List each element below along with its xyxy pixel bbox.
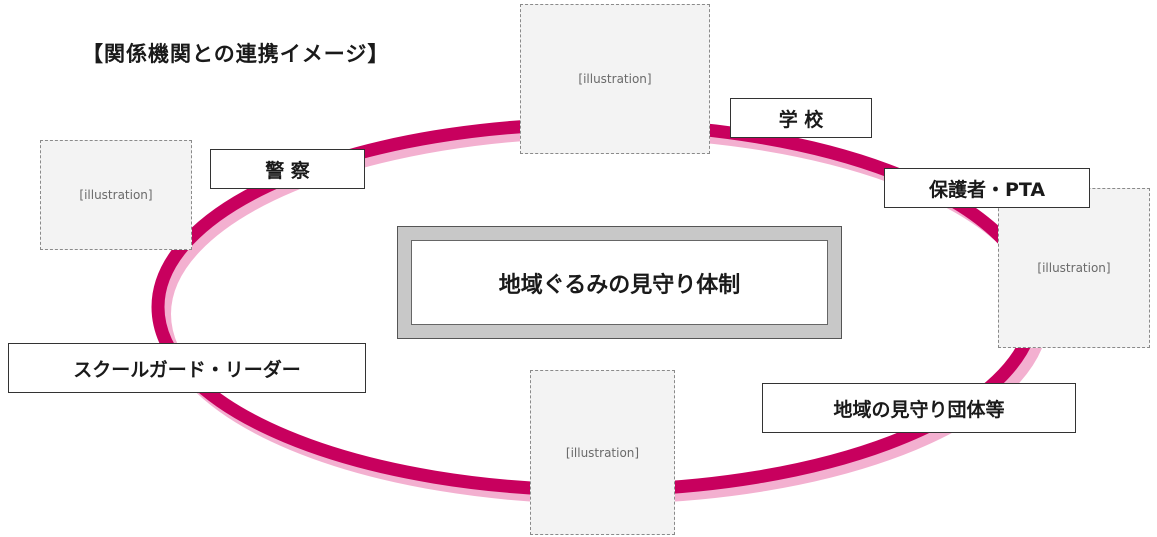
node-community-watch: 地域の見守り団体等 [762, 383, 1076, 433]
node-school-guard-leader: スクールガード・リーダー [8, 343, 366, 393]
police-car-image: [illustration] [40, 140, 192, 250]
school-building-image: [illustration] [520, 4, 710, 154]
guardian-volunteer-image: [illustration] [998, 188, 1150, 348]
node-school: 学 校 [730, 98, 872, 138]
center-label: 地域ぐるみの見守り体制 [411, 240, 828, 325]
node-police: 警 察 [210, 149, 365, 189]
walking-children-image: [illustration] [530, 370, 675, 535]
diagram-heading: 【関係機関との連携イメージ】 [82, 42, 390, 66]
node-guardians-pta: 保護者・PTA [884, 168, 1090, 208]
center-bevel-frame: 地域ぐるみの見守り体制 [397, 226, 842, 339]
